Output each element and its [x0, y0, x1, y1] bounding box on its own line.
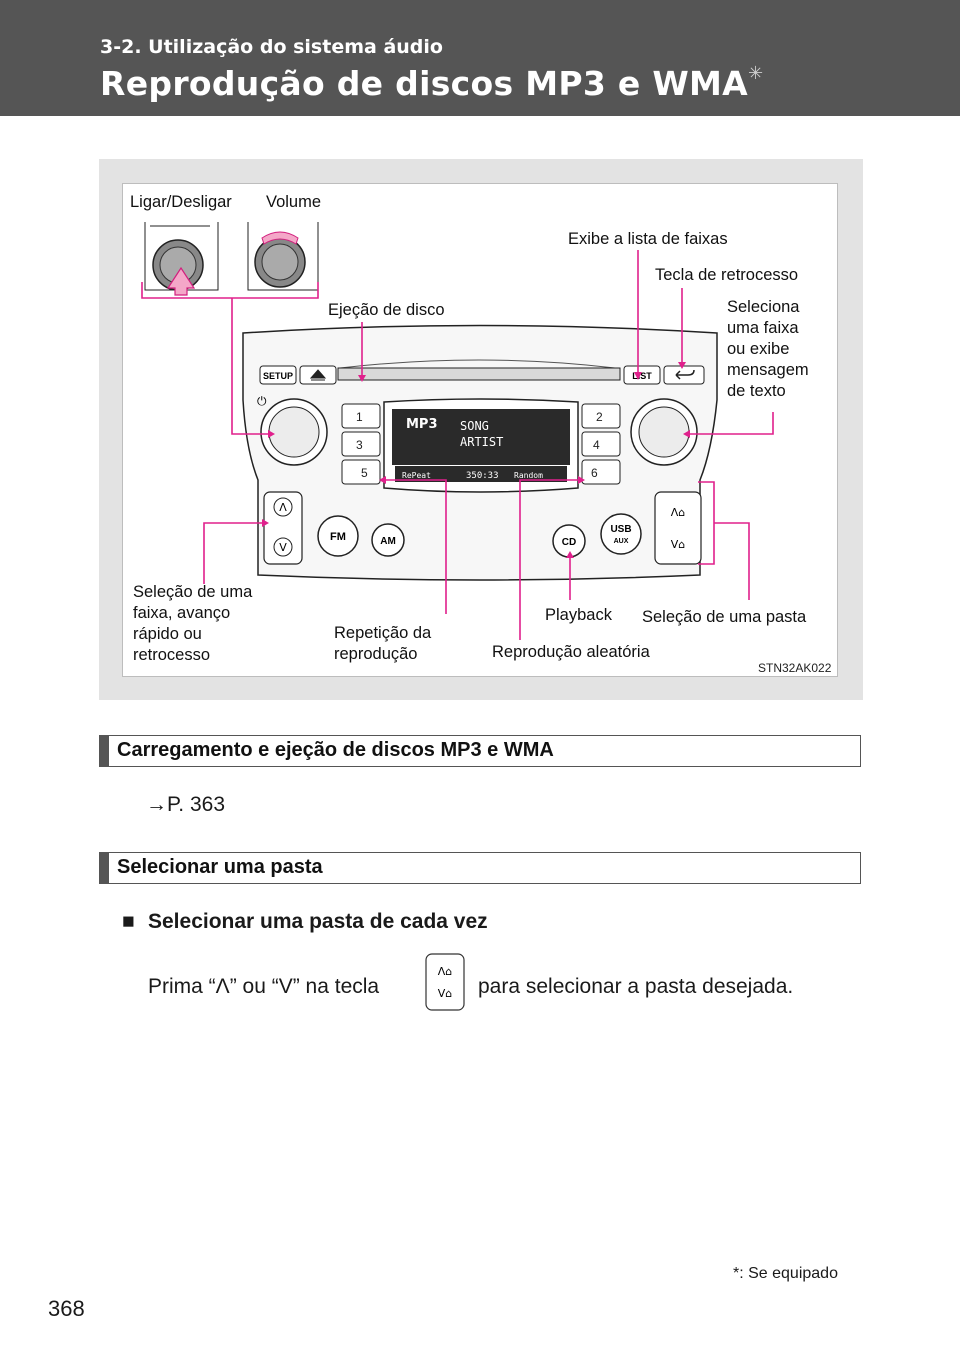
- instruction-text-before: Prima “Λ” ou “V” na tecla: [148, 975, 380, 998]
- list-button-label: LIST: [632, 371, 652, 381]
- power-icon: ⏻: [257, 394, 267, 408]
- svg-text:Λ⌂: Λ⌂: [438, 965, 453, 978]
- display-artist-text: ARTIST: [460, 435, 503, 449]
- figure-code: STN32AK022: [758, 661, 832, 675]
- section-heading-select-folder: Selecionar uma pasta: [99, 852, 861, 884]
- section-title: 3-2. Utilização do sistema áudio: [100, 36, 443, 58]
- seek-down-icon: V: [279, 541, 287, 554]
- display-time-text: 350:33: [466, 471, 499, 481]
- eject-icon: [309, 369, 327, 381]
- audio-unit-diagram: SETUP LIST ⏻ 1 3 5 2 4 6: [141, 222, 774, 640]
- volume-inset-illustration: [247, 222, 319, 291]
- setup-button-label: SETUP: [263, 371, 293, 381]
- section-heading-text: Carregamento e ejeção de discos MP3 e WM…: [117, 739, 554, 761]
- fm-button-label: FM: [330, 531, 346, 543]
- head-unit: SETUP LIST ⏻ 1 3 5 2 4 6: [242, 324, 718, 581]
- preset-1-label: 1: [356, 410, 363, 424]
- subsection-title: Selecionar uma pasta de cada vez: [148, 910, 488, 933]
- power-inset-illustration: [144, 222, 219, 296]
- label-folder-select: Seleção de uma pasta: [642, 608, 807, 626]
- label-volume: Volume: [266, 193, 322, 211]
- label-back-key: Tecla de retrocesso: [655, 266, 799, 284]
- page-reference: →P. 363: [146, 793, 226, 816]
- label-track-list: Exibe a lista de faixas: [568, 230, 728, 248]
- chapter-header: 3-2. Utilização do sistema áudio Reprodu…: [0, 0, 960, 116]
- folder-key-icon: Λ⌂ V⌂: [425, 953, 465, 1011]
- preset-3-label: 3: [356, 438, 363, 452]
- subsection-bullet: ■: [122, 910, 135, 933]
- equipped-mark: ✳: [748, 63, 764, 84]
- label-power: Ligar/Desligar: [130, 193, 232, 211]
- label-eject: Ejeção de disco: [328, 301, 445, 319]
- callout-leaders: [141, 250, 774, 640]
- aux-button-label: AUX: [614, 538, 629, 545]
- section-heading-load-eject: Carregamento e ejeção de discos MP3 e WM…: [99, 735, 861, 767]
- seek-track-rocker: [263, 491, 303, 565]
- seek-up-icon: Λ: [279, 501, 287, 514]
- display-repeat-text: RePeat: [402, 471, 431, 480]
- page-title: Reprodução de discos MP3 e WMA✳: [100, 63, 764, 103]
- preset-2-label: 2: [596, 410, 603, 424]
- section-heading-text: Selecionar uma pasta: [117, 856, 323, 878]
- back-icon: [675, 369, 695, 380]
- instruction-text-after: para selecionar a pasta desejada.: [478, 975, 794, 998]
- display-screen: [392, 409, 570, 465]
- label-playback: Playback: [545, 606, 612, 624]
- folder-up-icon: Λ⌂: [671, 506, 686, 519]
- label-repeat: Repetição da reprodução: [334, 624, 432, 663]
- preset-6-label: 6: [591, 466, 598, 480]
- page-number: 368: [48, 1296, 85, 1321]
- am-button-label: AM: [380, 536, 396, 547]
- label-random: Reprodução aleatória: [492, 643, 650, 661]
- page-title-text: Reprodução de discos MP3 e WMA: [100, 64, 749, 103]
- label-select-track: Seleciona uma faixa ou exibe mensagem de…: [727, 298, 809, 400]
- preset-buttons: [341, 403, 621, 485]
- cd-button-label: CD: [562, 537, 576, 548]
- footnote: *: Se equipado: [733, 1265, 838, 1282]
- label-track-seek: Seleção de uma faixa, avanço rápido ou r…: [133, 583, 253, 664]
- display-random-text: Random: [514, 471, 543, 480]
- display-song-text: SONG: [460, 419, 489, 433]
- preset-4-label: 4: [593, 438, 600, 452]
- preset-5-label: 5: [361, 466, 368, 480]
- folder-rocker: [654, 491, 702, 565]
- folder-down-icon: V⌂: [671, 538, 686, 551]
- usb-button-label: USB: [610, 524, 631, 535]
- display-mp3-text: MP3: [406, 417, 438, 432]
- svg-text:V⌂: V⌂: [438, 987, 453, 1000]
